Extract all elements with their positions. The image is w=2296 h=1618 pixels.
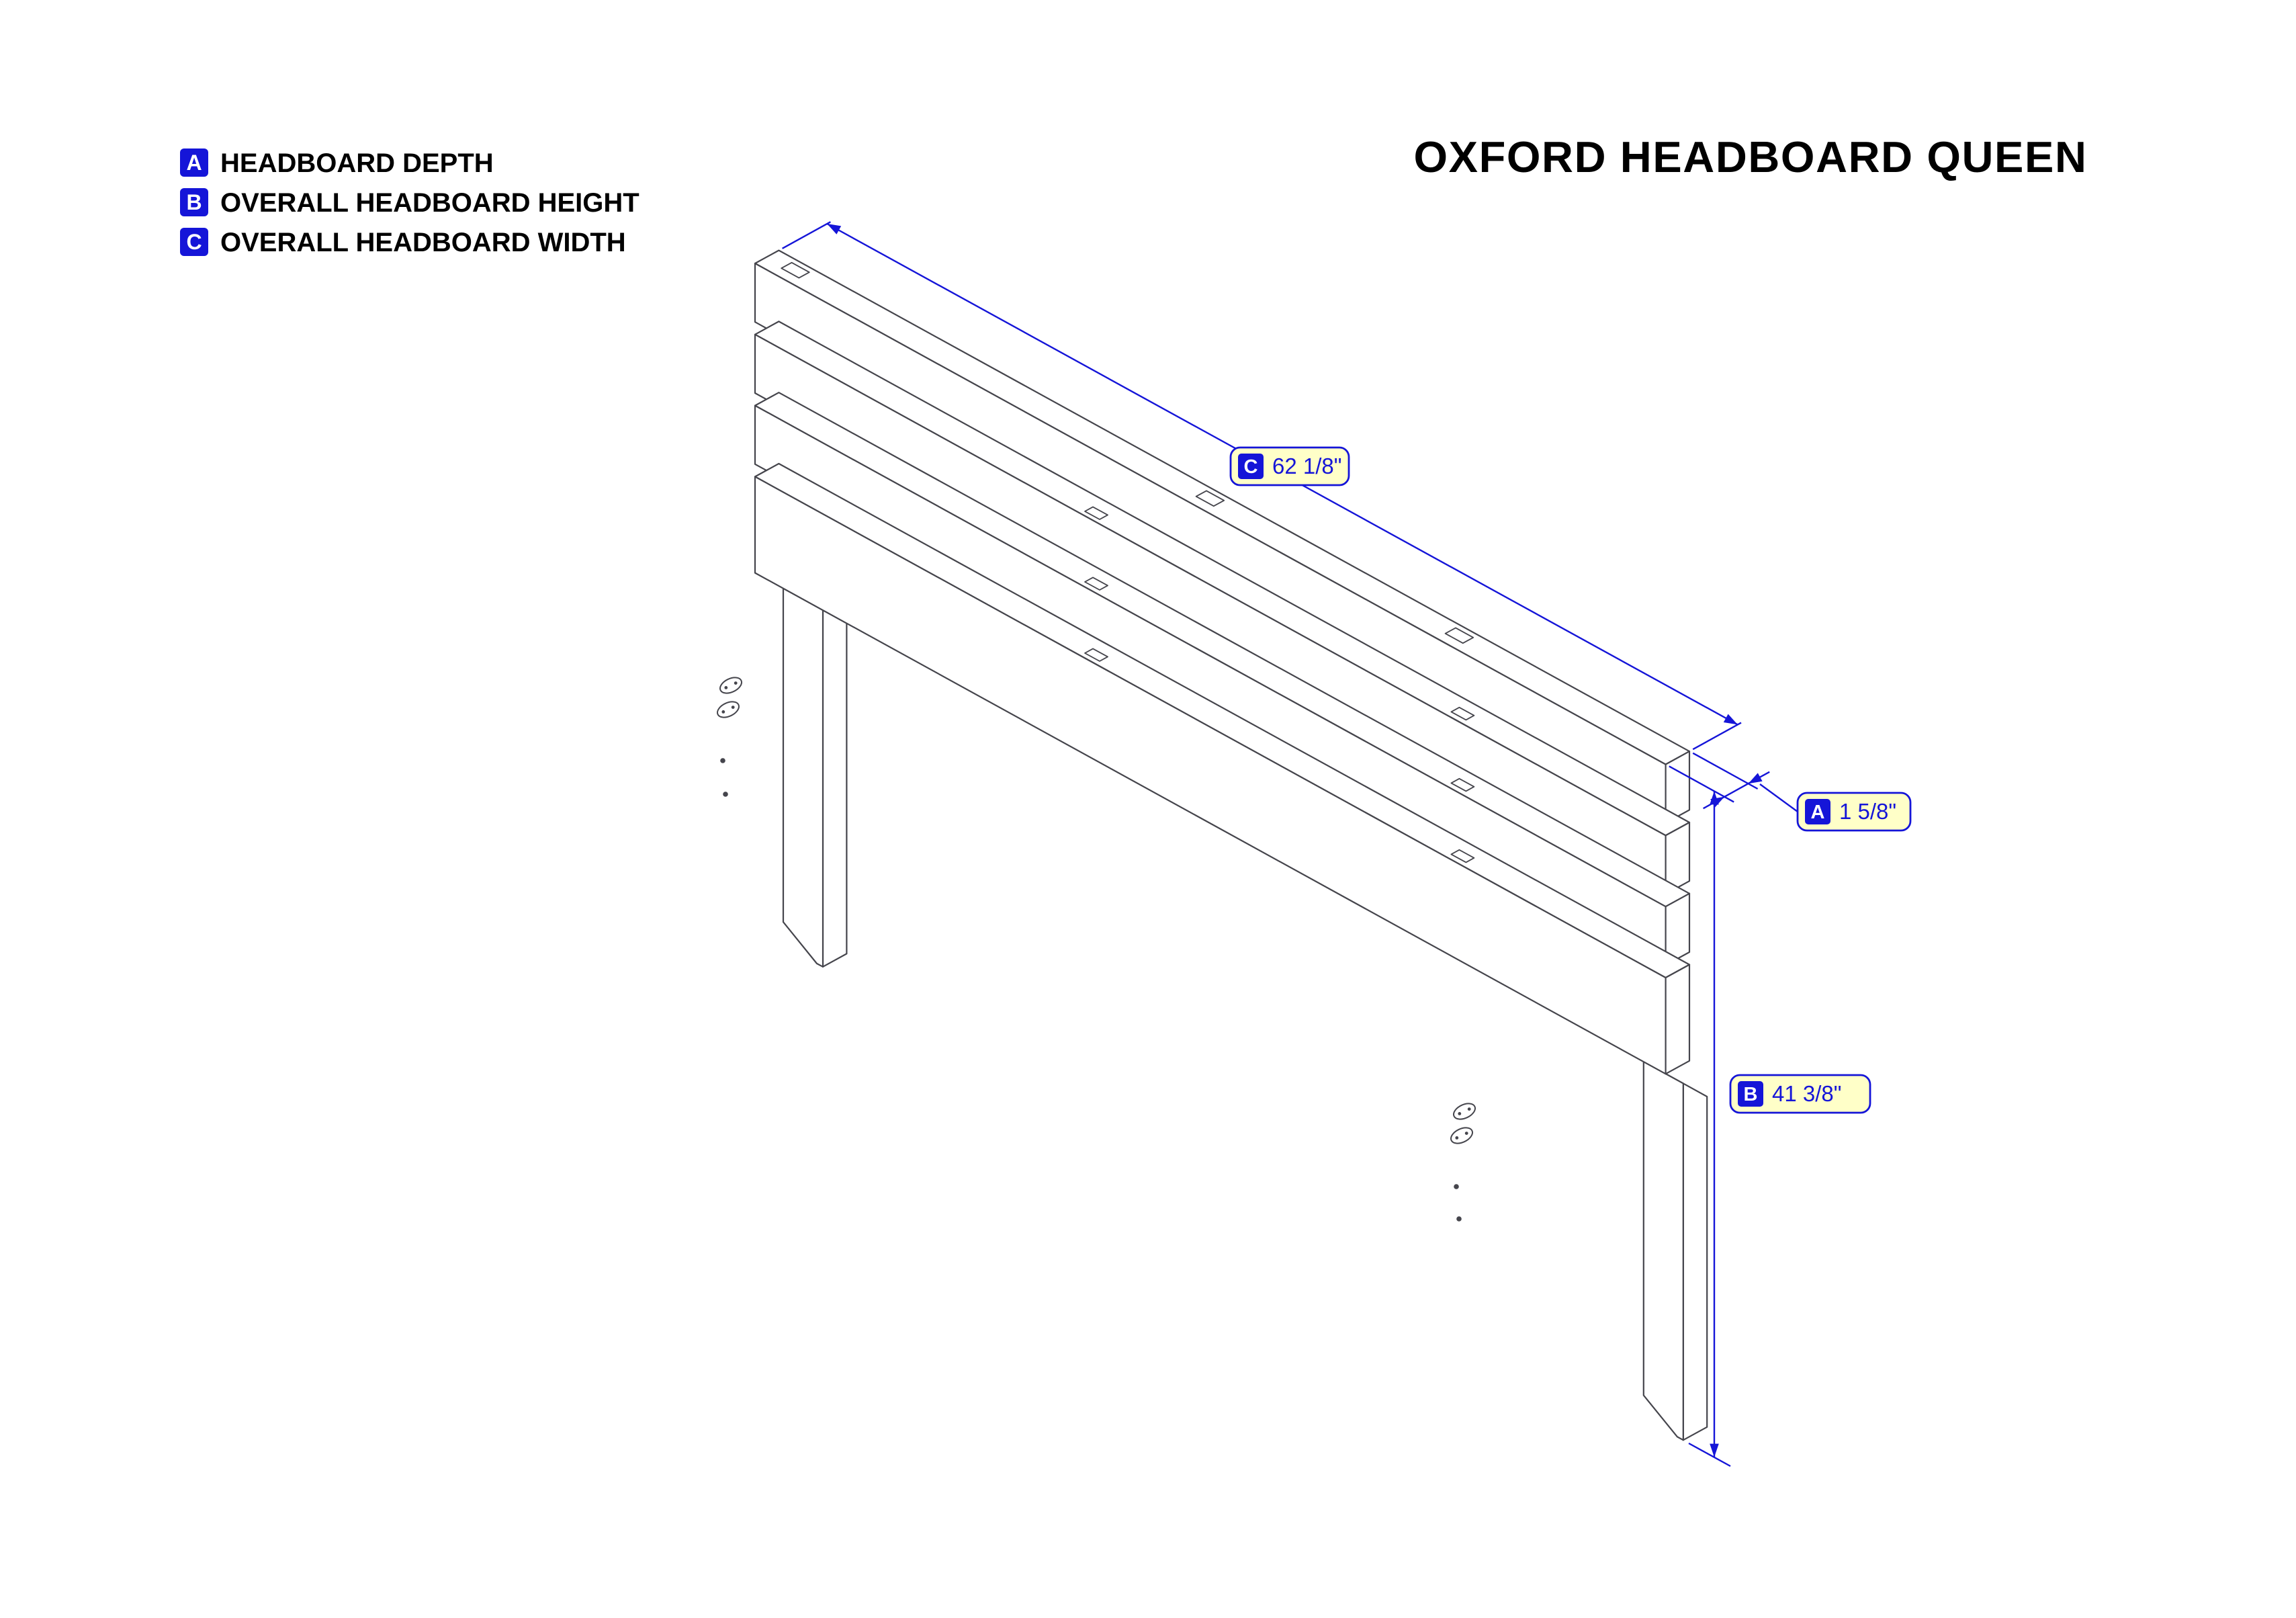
dim-c-extension-left [782, 221, 831, 249]
legend-key-badge-b [180, 188, 208, 216]
top-board-notches [781, 261, 1474, 644]
dim-b-value: 41 3/8" [1772, 1081, 1841, 1106]
dim-a-arrow-upper [1748, 773, 1763, 784]
left-leg-bracket-upper [719, 677, 742, 694]
left-leg-bracket-lower-hole-2 [731, 706, 735, 709]
left-leg [717, 587, 848, 968]
right-leg-side-face [1682, 1082, 1708, 1441]
right-leg-bracket-lower [1450, 1127, 1473, 1144]
gap2-notch-left [1084, 577, 1108, 591]
headboard-drawing [717, 249, 1708, 1441]
dim-a-key-badge [1805, 799, 1830, 824]
right-leg-bolt-hole-2 [1456, 1216, 1462, 1222]
dim-b-key-letter: B [1744, 1084, 1758, 1105]
dim-b-label: B 41 3/8" [1729, 1074, 1871, 1114]
left-leg-bracket-upper-hole-2 [734, 681, 738, 685]
legend-key-letter-b: B [186, 190, 202, 214]
dimension-width-c: C 62 1/8" [782, 221, 1742, 751]
dim-c-arrow-left [827, 224, 842, 235]
top-notch-middle [1195, 490, 1225, 507]
drawing-title: OXFORD HEADBOARD QUEEN [1413, 132, 2087, 181]
left-leg-bolt-hole-1 [720, 758, 725, 763]
legend-key-badge-c [180, 228, 208, 256]
bottom-rail-end-face [1665, 964, 1691, 1075]
left-leg-front-face [782, 587, 824, 968]
gap1-notch-left [1084, 506, 1108, 520]
right-leg-bracket-upper-hole-1 [1458, 1112, 1462, 1115]
gap-notch-marks [1084, 506, 1475, 863]
right-leg-bracket-lower-hole-1 [1455, 1136, 1459, 1140]
dimension-height-b: B 41 3/8" [1688, 791, 1871, 1467]
top-notch-left [781, 261, 810, 279]
dim-c-value: 62 1/8" [1272, 454, 1341, 478]
top-notch-right [1444, 627, 1474, 644]
dim-a-key-letter: A [1811, 802, 1825, 823]
legend-label-width: OVERALL HEADBOARD WIDTH [220, 228, 626, 257]
gap3-notch-left [1084, 648, 1108, 662]
right-leg-bracket-lower-hole-2 [1464, 1132, 1468, 1135]
slat-3-end-face [1665, 892, 1691, 966]
dim-c-arrow-right [1723, 714, 1738, 725]
left-leg-bracket-lower [717, 701, 740, 718]
slat-2-end-face [1665, 821, 1691, 895]
dim-c-key-letter: C [1244, 456, 1258, 478]
legend: A HEADBOARD DEPTH B OVERALL HEADBOARD HE… [180, 148, 639, 257]
legend-key-badge-a [180, 148, 208, 177]
legend-label-depth: HEADBOARD DEPTH [220, 148, 494, 178]
dim-c-extension-right [1692, 722, 1742, 751]
gap1-notch-right [1450, 706, 1475, 721]
right-leg-bracket-upper [1453, 1103, 1476, 1120]
dim-b-label-box [1729, 1074, 1871, 1114]
dim-a-extension-front [1669, 765, 1734, 803]
dim-a-leader [1759, 783, 1798, 812]
dim-c-label: C 62 1/8" [1229, 446, 1350, 486]
slat-2 [754, 321, 1691, 895]
left-leg-bolt-hole-2 [723, 792, 728, 797]
legend-key-letter-a: A [186, 151, 202, 175]
right-leg-bolt-hole-1 [1454, 1184, 1459, 1189]
gap2-notch-right [1450, 777, 1475, 792]
right-leg-front-face [1642, 1060, 1684, 1441]
slat-1-end-face [1665, 751, 1691, 824]
dim-b-arrow-top [1710, 791, 1719, 805]
dimension-depth-a: A 1 5/8" [1669, 752, 1912, 832]
right-leg [1450, 1060, 1708, 1441]
left-leg-bracket-upper-hole-1 [724, 686, 728, 689]
dim-c-key-badge [1238, 454, 1264, 479]
right-leg-bracket-upper-hole-2 [1467, 1107, 1471, 1111]
bottom-rail [754, 462, 1691, 1075]
legend-label-height: OVERALL HEADBOARD HEIGHT [220, 188, 639, 218]
left-leg-bracket-lower-hole-1 [721, 710, 725, 714]
legend-key-letter-c: C [186, 230, 202, 254]
left-leg-side-face [822, 609, 848, 968]
dim-a-extension-back [1692, 752, 1759, 790]
gap3-notch-right [1450, 849, 1475, 863]
dim-a-label: A 1 5/8" [1796, 792, 1912, 832]
dim-a-value: 1 5/8" [1839, 799, 1896, 824]
dim-a-line [1724, 783, 1749, 798]
dim-b-arrow-bottom [1710, 1443, 1719, 1457]
dim-b-extension-bottom [1688, 1442, 1731, 1467]
dim-b-key-badge [1738, 1081, 1763, 1107]
